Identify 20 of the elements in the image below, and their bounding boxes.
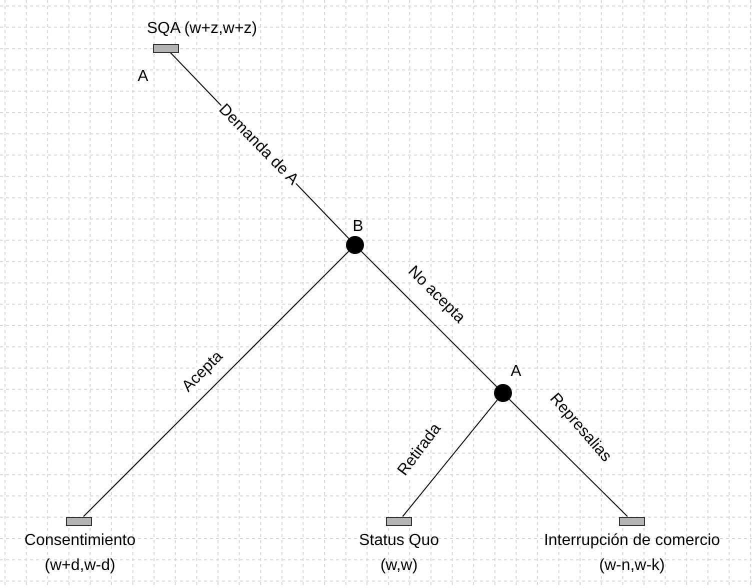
player-label: A (138, 69, 148, 85)
terminal-box (153, 44, 179, 52)
player-label: B (352, 219, 364, 235)
payoff-label: (w+d,w-d) (44, 558, 116, 574)
payoff-label: (w-n,w-k) (599, 558, 665, 574)
tree-branch (83, 250, 350, 517)
tree-branch (508, 398, 628, 517)
decision-circle (494, 384, 512, 402)
terminal-box (386, 516, 412, 526)
terminal-box (66, 516, 92, 526)
terminal-box (619, 516, 645, 526)
outcome-label: Consentimiento (24, 533, 136, 549)
payoff-label: (w,w) (380, 558, 418, 574)
player-label: A (510, 364, 522, 380)
outcome-label: Interrupción de comercio (544, 533, 720, 549)
decision-circle (346, 236, 364, 254)
outcome-label: SQA (w+z,w+z) (146, 21, 258, 37)
tree-branch (402, 399, 498, 517)
tree-branch (360, 250, 498, 388)
outcome-label: Status Quo (358, 533, 440, 549)
